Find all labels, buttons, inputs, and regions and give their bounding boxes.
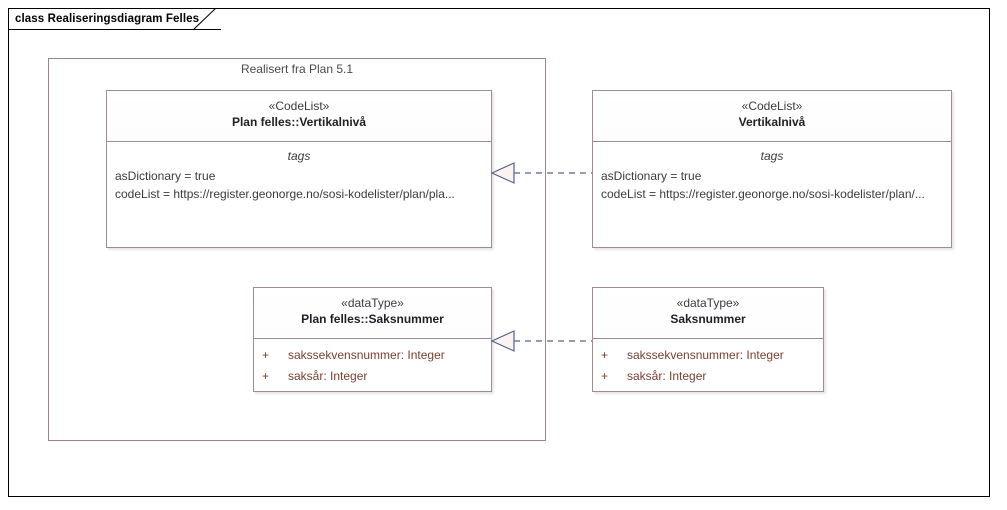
attribute-visibility: +	[601, 369, 609, 383]
class-header: «CodeList» Plan felles::Vertikalnivå	[107, 91, 491, 142]
class-name: Plan felles::Vertikalnivå	[231, 115, 367, 129]
class-box-plan-felles-vertikalniva[interactable]: «CodeList» Plan felles::Vertikalnivå tag…	[106, 90, 492, 248]
attribute-row: + saksår: Integer	[254, 366, 491, 387]
package-frame	[48, 58, 546, 441]
attribute-label: saksår: Integer	[288, 369, 368, 383]
class-attributes-compartment: + sakssekvensnummer: Integer + saksår: Int…	[593, 339, 823, 391]
tags-compartment-title: tags	[287, 149, 311, 163]
class-tags-compartment: tags asDictionary = true codeList = http…	[107, 142, 491, 247]
class-name: Saksnummer	[670, 312, 746, 326]
attribute-label: saksår: Integer	[627, 369, 707, 383]
tags-compartment-title: tags	[760, 149, 784, 163]
attribute-row: + sakssekvensnummer: Integer	[254, 345, 491, 366]
diagram-title-tab: class Realiseringsdiagram Felles	[8, 8, 222, 30]
attribute-visibility: +	[262, 369, 270, 383]
diagram-frame	[8, 8, 990, 497]
class-attributes-compartment: + sakssekvensnummer: Integer + saksår: Int…	[254, 339, 491, 391]
class-header: «dataType» Saksnummer	[593, 288, 823, 339]
attribute-row: + saksår: Integer	[593, 366, 823, 387]
class-stereotype: «CodeList»	[268, 99, 330, 113]
attribute-label: sakssekvensnummer: Integer	[288, 348, 445, 362]
tag-line: codeList = https://register.geonorge.no/…	[115, 187, 455, 201]
class-stereotype: «dataType»	[341, 296, 404, 310]
class-tags-compartment: tags asDictionary = true codeList = http…	[593, 142, 951, 247]
class-box-saksnummer[interactable]: «dataType» Saksnummer + sakssekvensnummer…	[592, 287, 824, 392]
attribute-visibility: +	[601, 348, 609, 362]
class-stereotype: «CodeList»	[741, 99, 803, 113]
attribute-row: + sakssekvensnummer: Integer	[593, 345, 823, 366]
attribute-visibility: +	[262, 348, 270, 362]
tag-line: asDictionary = true	[601, 169, 702, 183]
class-box-plan-felles-saksnummer[interactable]: «dataType» Plan felles::Saksnummer +saks…	[253, 287, 492, 392]
tag-line: asDictionary = true	[115, 169, 216, 183]
class-header: «dataType» Plan felles::Saksnummer	[254, 288, 491, 339]
class-box-vertikalniva[interactable]: «CodeList» Vertikalnivå tags asDictionar…	[592, 90, 952, 248]
package-label: Realisert fra Plan 5.1	[240, 62, 354, 76]
class-name: Plan felles::Saksnummer	[301, 312, 444, 326]
attribute-label: sakssekvensnummer: Integer	[627, 348, 784, 362]
class-stereotype: «dataType»	[676, 296, 740, 310]
class-name: Vertikalnivå	[738, 115, 806, 129]
diagram-title: class Realiseringsdiagram Felles	[15, 13, 200, 25]
tag-line: codeList = https://register.geonorge.no/…	[601, 187, 925, 201]
class-header: «CodeList» Vertikalnivå	[593, 91, 951, 142]
